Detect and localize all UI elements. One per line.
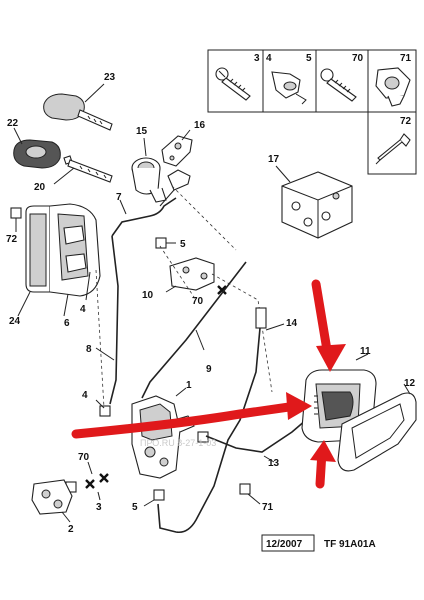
label-9: 9 <box>206 364 212 375</box>
inset-label-3: 3 <box>254 53 260 64</box>
fastener-inset: 3 4 5 70 71 72 <box>207 49 417 175</box>
cable-part-13 <box>205 419 307 463</box>
label-4: 4 <box>80 304 86 315</box>
outer-handle-part-24 <box>17 203 101 317</box>
label-11: 11 <box>360 346 371 357</box>
nut-icon <box>375 67 411 107</box>
label-2: 2 <box>68 524 74 535</box>
footer-code: TF 91A01A <box>324 539 376 550</box>
rod-part-7 <box>111 197 177 237</box>
arrow-head-up-icon <box>310 440 336 462</box>
key-blade-part-20 <box>53 155 113 185</box>
label-23: 23 <box>104 72 116 83</box>
lock-cylinder-part-15 <box>131 137 167 203</box>
label-17: 17 <box>268 154 280 165</box>
screw-icon <box>215 67 251 101</box>
bezel-part-12 <box>337 383 417 472</box>
red-annotation-arrows <box>71 279 346 489</box>
watermark: ПРО.RU 8-27-1-03 <box>140 438 216 448</box>
cross-marker-icon <box>217 285 227 295</box>
arrow-head-down-icon <box>316 344 346 372</box>
rod-part-8 <box>95 235 119 405</box>
label-1: 1 <box>186 380 192 391</box>
label-72: 72 <box>6 234 18 245</box>
inset-label-4: 4 <box>266 53 272 64</box>
inset-label-70: 70 <box>352 53 364 64</box>
label-22: 22 <box>7 118 19 129</box>
inset-label-72: 72 <box>400 116 412 127</box>
clip-icon <box>271 71 307 105</box>
footer-date: 12/2007 <box>266 539 303 550</box>
label-71: 71 <box>262 502 274 513</box>
routing-lines <box>95 185 273 409</box>
label-13: 13 <box>268 458 280 469</box>
striker-part-2 <box>31 479 73 523</box>
inset-label-5: 5 <box>306 53 312 64</box>
label-70b: 70 <box>78 452 90 463</box>
label-12: 12 <box>404 378 416 389</box>
label-6: 6 <box>64 318 70 329</box>
bracket-part-10 <box>165 257 215 293</box>
rivet-icon <box>375 133 411 165</box>
bracket-part-16 <box>159 129 193 207</box>
inset-cell-72 <box>367 111 417 175</box>
fastener-kit-part-17 <box>275 165 353 239</box>
inset-top-row <box>207 49 417 113</box>
cross-marker-icon <box>85 473 109 489</box>
key-fob-part-22 <box>13 127 61 169</box>
label-8: 8 <box>86 344 92 355</box>
label-16: 16 <box>194 120 206 131</box>
label-20: 20 <box>34 182 46 193</box>
label-15: 15 <box>136 126 148 137</box>
label-3: 3 <box>96 502 102 513</box>
vertical-arrow-shaft <box>311 279 333 361</box>
horizontal-arrow-shaft <box>71 401 301 439</box>
door-lock-part-1 <box>131 387 195 479</box>
label-24: 24 <box>9 316 21 327</box>
cable-part-14 <box>157 307 285 534</box>
label-5: 5 <box>180 239 186 250</box>
bolt-icon <box>320 68 357 102</box>
diagram-footer: 12/2007 TF 91A01A <box>261 534 376 552</box>
label-14: 14 <box>286 318 298 329</box>
arrow-head-right-icon <box>286 392 312 420</box>
label-4b: 4 <box>82 390 88 401</box>
label-5b: 5 <box>132 502 138 513</box>
label-7: 7 <box>116 192 122 203</box>
label-70: 70 <box>192 296 204 307</box>
key-part-23 <box>43 83 113 131</box>
rod-part-9 <box>141 261 247 399</box>
inset-label-71: 71 <box>400 53 412 64</box>
label-10: 10 <box>142 290 154 301</box>
